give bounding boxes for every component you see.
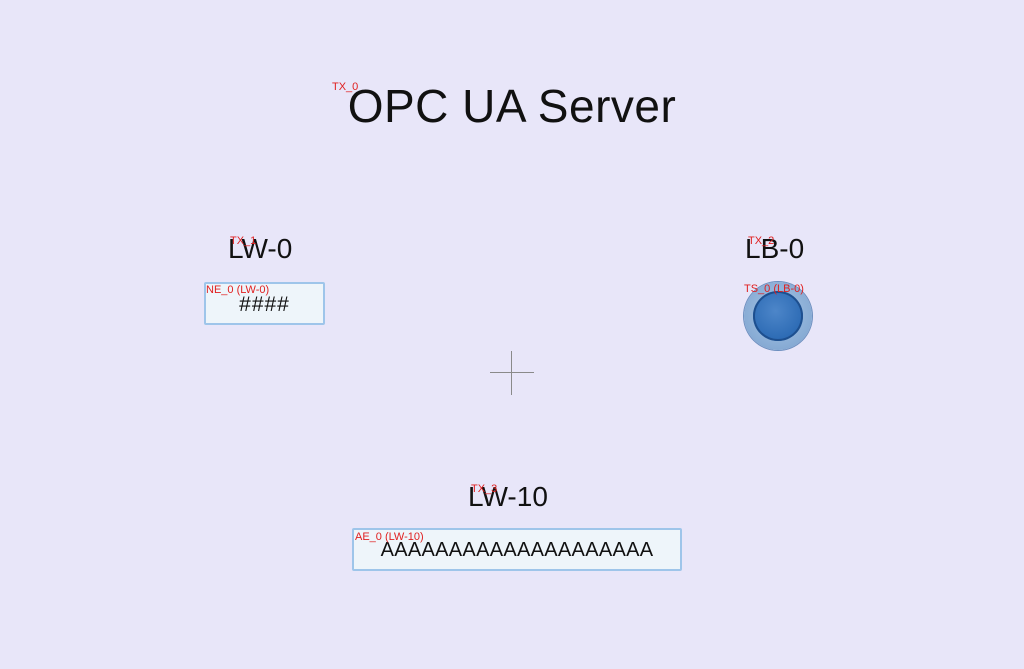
title-object-tag: TX_0 bbox=[332, 81, 359, 93]
toggle-switch-lb0[interactable] bbox=[744, 282, 812, 350]
lb0-label: LB-0 bbox=[745, 233, 805, 264]
center-crosshair-icon bbox=[490, 351, 534, 395]
lw10-label-object-tag: TX_3 bbox=[471, 483, 498, 495]
lw10-label: LW-10 bbox=[468, 481, 548, 512]
numeric-entry-value: #### bbox=[239, 292, 290, 316]
page-title: OPC UA Server bbox=[347, 80, 677, 132]
numeric-entry-object-tag: NE_0 (LW-0) bbox=[206, 284, 270, 296]
ascii-entry-object-tag: AE_0 (LW-10) bbox=[355, 531, 424, 543]
ascii-entry-lw10[interactable]: AAAAAAAAAAAAAAAAAAAA bbox=[352, 528, 682, 571]
crosshair-vertical-line bbox=[511, 351, 512, 395]
crosshair-horizontal-line bbox=[490, 372, 534, 373]
toggle-switch-indicator bbox=[753, 291, 803, 341]
numeric-entry-lw0[interactable]: #### bbox=[204, 282, 325, 325]
lw0-label: LW-0 bbox=[228, 233, 293, 264]
lb0-label-object-tag: TX_2 bbox=[748, 235, 775, 247]
ascii-entry-value: AAAAAAAAAAAAAAAAAAAA bbox=[380, 539, 654, 561]
lw0-label-object-tag: TX_1 bbox=[230, 235, 257, 247]
toggle-switch-object-tag: TS_0 (LB-0) bbox=[744, 283, 804, 295]
